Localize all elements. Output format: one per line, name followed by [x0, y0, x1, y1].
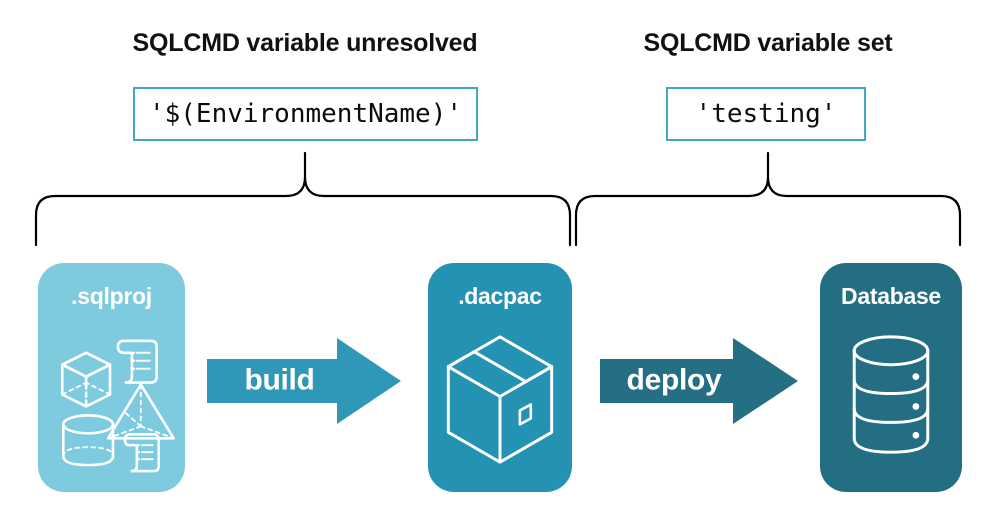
stage-label-dacpac: .dacpac — [458, 283, 542, 309]
brace-right-icon — [574, 151, 962, 247]
stage-box-database: Database — [820, 263, 962, 492]
cube-icon — [60, 351, 112, 408]
package-box-icon — [446, 335, 554, 464]
stage-label-sqlproj: .sqlproj — [71, 283, 152, 309]
code-text-unresolved: '$(EnvironmentName)' — [148, 99, 463, 129]
sqlproj-artwork — [38, 315, 185, 484]
arrow-deploy-shape — [600, 338, 798, 424]
scroll-icon — [116, 339, 159, 384]
scroll-icon — [123, 433, 161, 473]
stage-box-dacpac: .dacpac — [428, 263, 572, 492]
arrow-deploy: deploy — [600, 335, 800, 427]
code-box-variable-set: 'testing' — [666, 87, 866, 141]
dacpac-artwork — [428, 315, 572, 484]
stage-label-database: Database — [841, 283, 941, 309]
code-box-variable-unresolved: '$(EnvironmentName)' — [133, 87, 478, 141]
cylinder-icon — [61, 414, 115, 467]
database-artwork — [820, 315, 962, 484]
brace-left-icon — [34, 151, 572, 247]
arrow-build: build — [207, 335, 403, 427]
stage-box-sqlproj: .sqlproj — [38, 263, 185, 492]
database-cylinder-icon — [852, 335, 930, 454]
section-title-right: SQLCMD variable set — [643, 29, 893, 57]
code-text-set: 'testing' — [695, 99, 837, 129]
arrow-build-shape — [207, 338, 401, 424]
section-title-left: SQLCMD variable unresolved — [132, 29, 478, 57]
pyramid-icon — [106, 383, 175, 440]
